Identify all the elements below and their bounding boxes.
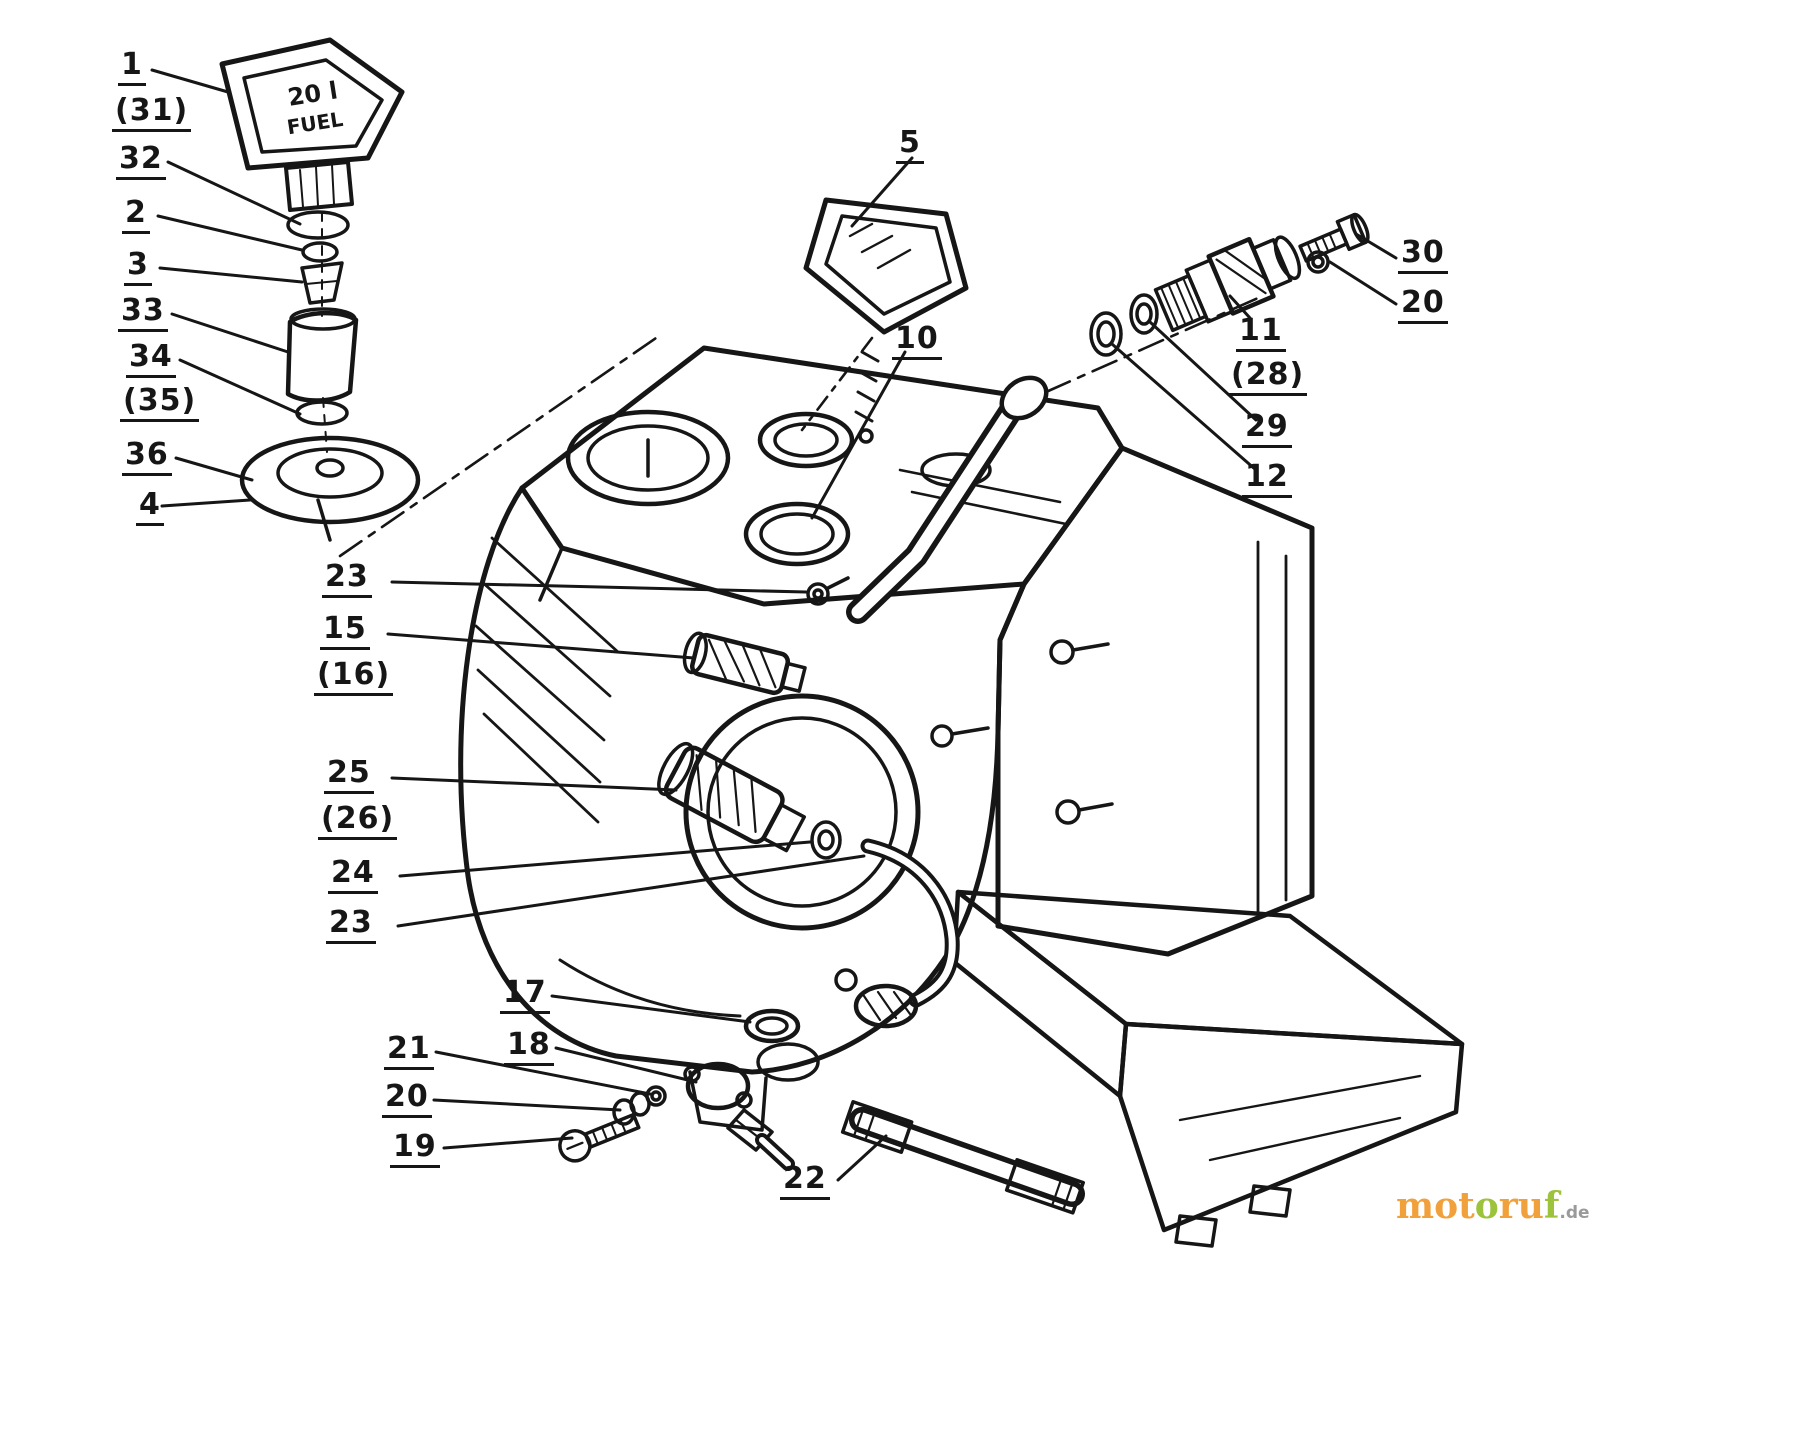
logo-suffix[interactable]: .de [1559,1203,1590,1223]
part-label-23-mid: 23 [326,906,376,944]
gasket-ring-10 [743,501,851,567]
valve-cone-3 [300,261,344,305]
part-label-29: 29 [1242,410,1292,448]
washer-34 [295,400,349,426]
part-label-25: 25 [324,756,374,794]
part-label-19: 19 [390,1130,440,1168]
fitting-15 [682,631,807,696]
fuel-pipe-23 [834,838,960,1029]
stud-bolts [930,639,1114,825]
handle-pipe [846,375,1049,624]
part-label-15: 15 [320,612,370,650]
logo-word[interactable]: motoruf [1396,1185,1560,1227]
part-label-32: 32 [116,142,166,180]
part-label-5: 5 [896,126,924,164]
bolt-30 [1298,212,1370,263]
part-label-35: (35) [120,384,200,422]
tank-right-and-base [930,445,1465,1248]
part-label-1: 1 [118,48,146,86]
fuel-cap-assembly: 20 l FUEL [219,37,421,542]
part-label-30: 30 [1398,236,1448,274]
site-logo[interactable]: motoruf.de [1396,1188,1590,1224]
bolt-19 [558,1112,641,1163]
washer-24 [810,820,842,860]
part-label-28: (28) [1228,358,1308,396]
washer-32 [286,210,350,240]
part-label-34: 34 [126,340,176,378]
fuel-hose-22 [840,1100,1085,1215]
part-label-2: 2 [122,196,150,234]
tank-filler-opening-left [565,409,731,507]
engine-bore [683,693,921,931]
part-label-23-top: 23 [322,560,372,598]
part-label-16: (16) [314,658,394,696]
tank-foot [688,1070,768,1132]
washer-29 [1129,293,1159,335]
cap-text-line2: FUEL [285,107,345,140]
washer-2 [301,241,339,263]
tank-filler-opening-right [757,411,855,469]
washer-12 [1089,311,1123,357]
part-label-20-bottom: 20 [382,1080,432,1118]
part-label-11: 11 [1236,314,1286,352]
cap-spring [854,350,880,423]
valve-body-11 [1153,235,1302,333]
fuel-tank-body [458,345,1125,1132]
part-label-21: 21 [384,1032,434,1070]
part-label-18: 18 [504,1028,554,1066]
part-label-22: 22 [780,1162,830,1200]
part-label-31: (31) [112,94,192,132]
part-label-26: (26) [318,802,398,840]
outlet-boss [756,1042,820,1082]
filter-25 [657,741,806,853]
fuel-cap-5 [803,197,969,444]
float-cylinder-33 [285,310,359,403]
part-label-36: 36 [122,438,172,476]
mounting-base [951,889,1465,1248]
gasket-dish-36 [239,435,421,542]
fuel-valve-assembly [1089,212,1370,357]
part-label-24: 24 [328,856,378,894]
part-label-3: 3 [124,248,152,286]
drain-bolt-23-top [806,576,850,606]
part-label-12: 12 [1242,460,1292,498]
part-label-17: 17 [500,976,550,1014]
leader-lines [150,68,1398,1182]
part-label-10: 10 [892,322,942,360]
cooling-fins [474,536,620,824]
gasket-17 [743,1008,801,1044]
part-label-33: 33 [118,294,168,332]
part-label-4: 4 [136,488,164,526]
cap-text-line1: 20 l [286,76,340,111]
part-label-20-right: 20 [1398,286,1448,324]
